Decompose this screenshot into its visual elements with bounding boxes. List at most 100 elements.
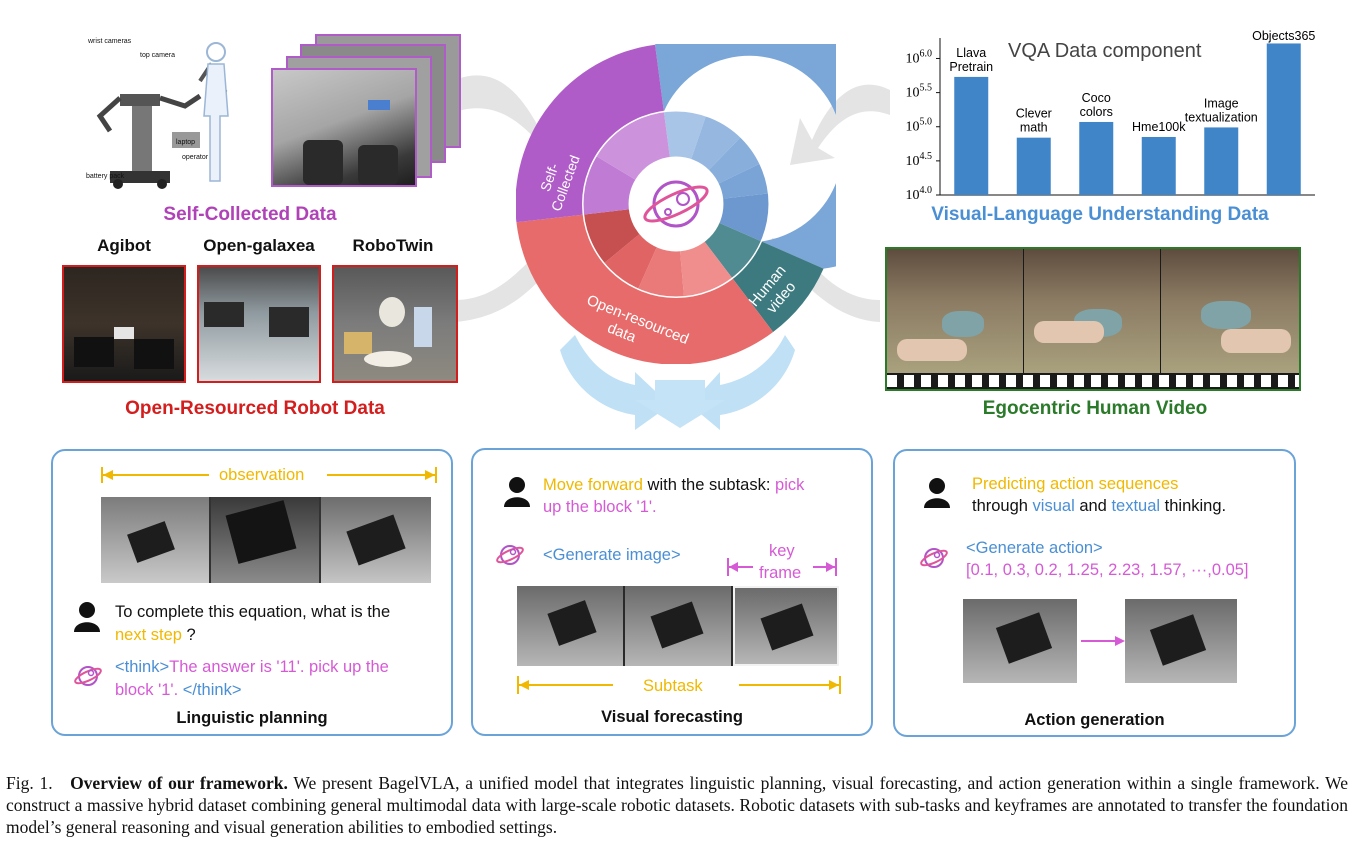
thinking-end-text: thinking. xyxy=(1160,497,1227,515)
panel-title-action: Action generation xyxy=(1024,711,1165,729)
wheel-human-outer xyxy=(732,241,824,332)
robot-label-operator: operator xyxy=(182,154,209,161)
robot-label-wrist: wrist cameras xyxy=(88,38,132,45)
self-collected-frame-front xyxy=(271,68,417,187)
center-planet-icon xyxy=(643,180,709,228)
caption-bold: Overview of our framework. xyxy=(70,773,288,793)
y-tick-label: 105.5 xyxy=(906,83,933,101)
wheel-vqa-outer xyxy=(655,44,836,269)
generate-action-token: <Generate action> xyxy=(966,539,1103,557)
dataset-label-agibot: Agibot xyxy=(97,236,151,255)
dataset-label-robotwin: RoboTwin xyxy=(352,236,434,255)
panel-action-generation: Predicting action sequences through visu… xyxy=(893,449,1296,737)
ego-frame-3 xyxy=(1161,249,1299,373)
thinking-line: through visual and textual thinking. xyxy=(972,495,1226,517)
wheel-open-outer xyxy=(516,214,774,364)
observation-arrow xyxy=(101,467,437,483)
user-icon xyxy=(74,602,100,632)
dataset-label-open-galaxea: Open-galaxea xyxy=(203,236,315,255)
move-forward-highlight: Move forward xyxy=(543,476,643,494)
through-text: through xyxy=(972,497,1033,515)
panel-title-linguistic: Linguistic planning xyxy=(176,709,328,727)
key-label: key xyxy=(769,542,795,560)
planet-icon xyxy=(496,545,524,565)
think-line2: block '1'. </think> xyxy=(115,679,241,701)
subtask-text: with the subtask: xyxy=(642,476,776,494)
action-frame-start xyxy=(963,599,1077,683)
wheel-self-outer xyxy=(516,44,664,223)
question-end: ? xyxy=(181,626,196,644)
y-tick-label: 106.0 xyxy=(906,48,933,66)
film-perforation xyxy=(887,375,1299,387)
think-close-tag: </think> xyxy=(182,681,242,699)
think-line1: <think>The answer is '11'. pick up the xyxy=(115,656,389,678)
robot-label-laptop: laptop xyxy=(176,139,196,146)
visual-text: visual xyxy=(1032,497,1075,515)
action-values: [0.1, 0.3, 0.2, 1.25, 2.23, 1.57, ···,0.… xyxy=(966,561,1249,579)
vlu-title: Visual-Language Understanding Data xyxy=(931,204,1269,225)
egocentric-video-strip xyxy=(885,247,1301,391)
subtask-arrow xyxy=(517,676,841,694)
planet-icon xyxy=(920,548,948,568)
think-body2: block '1'. xyxy=(115,681,183,699)
self-collected-title: Self-Collected Data xyxy=(163,204,337,225)
frame-label: frame xyxy=(759,564,802,582)
robotwin-image xyxy=(332,265,458,383)
robot-label-topcam: top camera xyxy=(140,52,176,59)
robot-diagram: wrist cameras top camera laptop operator… xyxy=(80,36,250,191)
agibot-image xyxy=(62,265,186,383)
observation-label: observation xyxy=(219,466,305,484)
think-open-tag: <think> xyxy=(115,658,170,676)
pick-text: pick xyxy=(775,476,805,494)
caption-text: We present BagelVLA, a unified model tha… xyxy=(6,773,1348,837)
bar-objects365 xyxy=(1266,43,1301,195)
textual-text: textual xyxy=(1111,497,1161,515)
observation-frames xyxy=(101,497,431,583)
action-frame-end xyxy=(1125,599,1237,683)
question-line1: To complete this equation, what is the xyxy=(115,603,391,621)
generate-image-token: <Generate image> xyxy=(543,546,681,564)
panel-visual-forecasting: Move forward with the subtask: pick up t… xyxy=(471,448,873,736)
ego-frame-2 xyxy=(1024,249,1160,373)
bar-coco-colors xyxy=(1079,121,1114,195)
open-resourced-title: Open-Resourced Robot Data xyxy=(125,398,385,419)
vqa-chart-title: VQA Data component xyxy=(1008,40,1202,62)
and-text: and xyxy=(1074,497,1112,515)
panel-title-visual: Visual forecasting xyxy=(601,708,743,726)
caption-prefix: Fig. 1. xyxy=(6,773,53,793)
robot-label-battery: battery pack xyxy=(86,173,125,180)
bar-label-objects365: Objects365 xyxy=(1252,30,1315,43)
bar-clever-math xyxy=(1016,137,1051,195)
subtask-label: Subtask xyxy=(643,677,703,695)
bar-hme100k xyxy=(1141,136,1176,195)
y-tick-label: 105.0 xyxy=(906,117,933,135)
y-tick-label: 104.5 xyxy=(906,151,933,169)
bar-image-textualization xyxy=(1204,127,1239,195)
robot-illustration xyxy=(96,42,229,189)
ego-title: Egocentric Human Video xyxy=(982,398,1208,419)
question-line2: next step ? xyxy=(115,624,196,646)
forecast-line1: Move forward with the subtask: pick xyxy=(543,474,804,496)
panel-linguistic-planning: observation To complete this equation, w… xyxy=(51,449,453,736)
action-arrow xyxy=(1081,636,1125,646)
planet-icon xyxy=(74,666,102,686)
figure-caption: Fig. 1. Overview of our framework. We pr… xyxy=(6,772,1348,838)
think-body: The answer is '11'. pick up the xyxy=(169,658,389,676)
next-step-highlight: next step xyxy=(115,626,182,644)
chart-axes xyxy=(939,38,1315,196)
y-tick-label: 104.0 xyxy=(906,185,933,203)
keyframe-arrow xyxy=(727,558,837,576)
bar-llava-pretrain xyxy=(954,76,989,195)
ego-frame-1 xyxy=(887,249,1023,373)
open-galaxea-image xyxy=(197,265,321,383)
predicting-line: Predicting action sequences xyxy=(972,475,1179,493)
forecast-line2: up the block '1'. xyxy=(543,498,657,516)
user-icon xyxy=(504,477,530,507)
user-icon xyxy=(924,478,950,508)
forecast-frames xyxy=(517,586,839,666)
